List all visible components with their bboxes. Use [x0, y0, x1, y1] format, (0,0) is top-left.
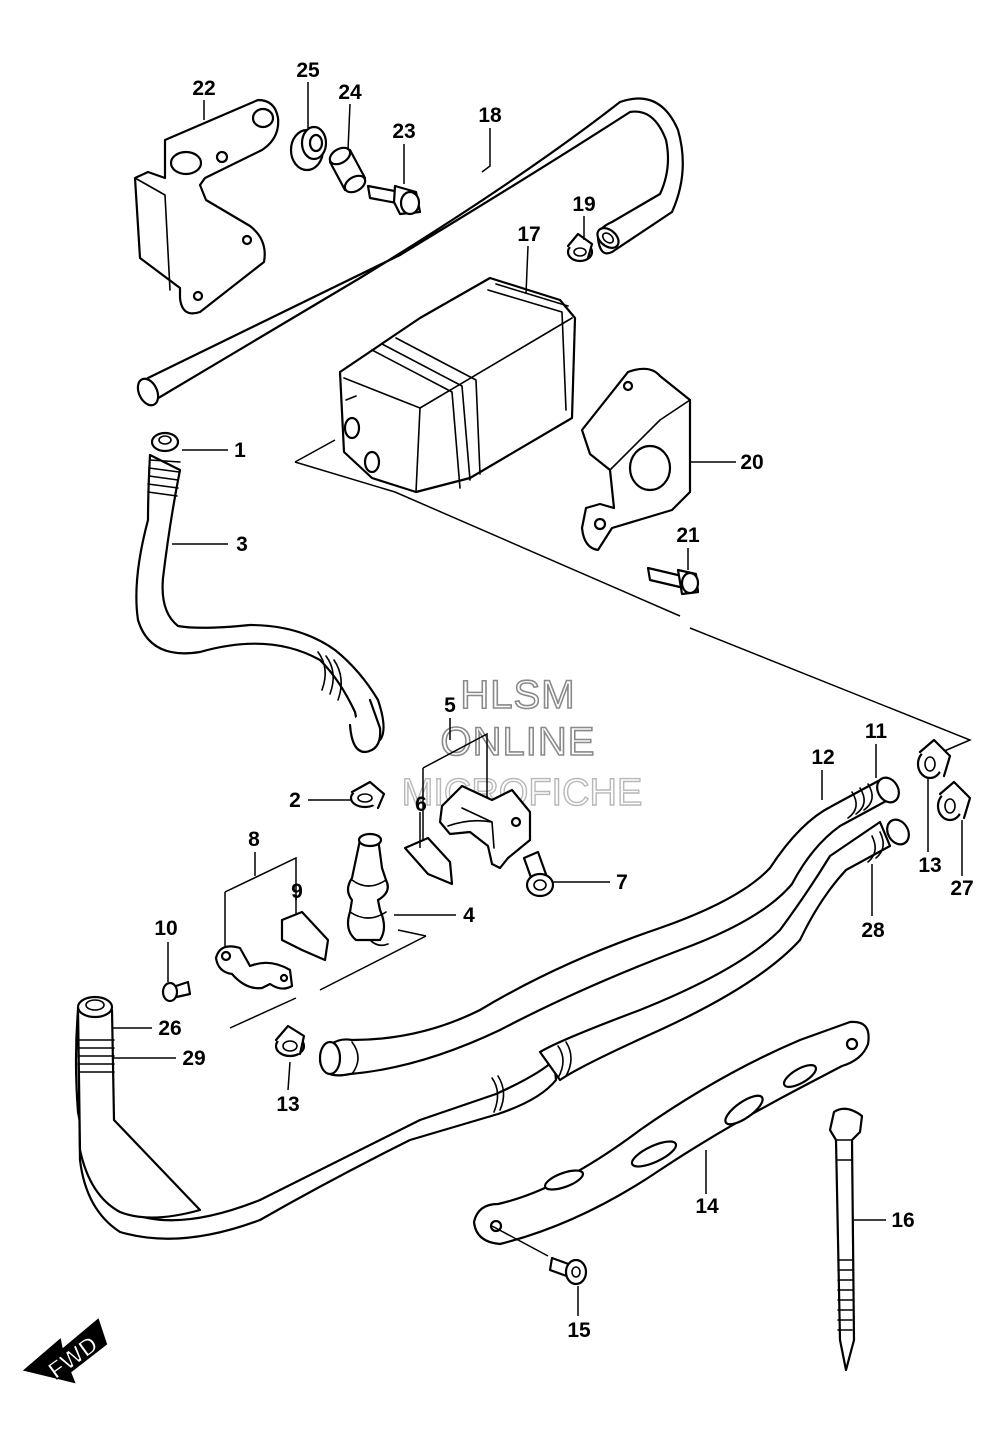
clip-13-lower: [274, 1024, 306, 1058]
clip-27: [936, 780, 972, 822]
callout-22: 22: [192, 77, 215, 100]
callout-4: 4: [463, 904, 475, 927]
bracket-20: [580, 367, 692, 552]
screw-10: [161, 980, 192, 1003]
callout-11: 11: [865, 720, 888, 743]
hose-18: [136, 97, 684, 407]
bolt-23: [366, 184, 422, 216]
callout-3: 3: [236, 533, 248, 556]
callout-24: 24: [338, 81, 362, 104]
bracket-22: [133, 98, 280, 315]
callout-23: 23: [392, 120, 415, 143]
callout-14: 14: [695, 1195, 719, 1218]
callout-17: 17: [517, 223, 540, 246]
hose-12-28: [318, 776, 910, 1082]
callout-29: 29: [182, 1047, 205, 1070]
callout-13-lower: 13: [276, 1093, 299, 1116]
callout-5: 5: [444, 694, 456, 717]
assembly-outline: [294, 439, 972, 756]
leader-lines: [112, 82, 963, 1316]
valve-4: [346, 832, 389, 947]
hose-29: [74, 995, 558, 1240]
callout-12: 12: [811, 746, 834, 769]
callout-15: 15: [567, 1319, 591, 1342]
clamp-8: [214, 945, 294, 990]
canister-17: [338, 276, 577, 494]
callout-9: 9: [291, 880, 303, 903]
cable-tie-16: [828, 1107, 864, 1372]
callout-20: 20: [740, 451, 763, 474]
callout-2: 2: [289, 789, 301, 812]
callout-16: 16: [891, 1209, 914, 1232]
callout-13-upper: 13: [918, 854, 941, 877]
strap-14: [472, 1020, 870, 1246]
callout-10: 10: [154, 917, 177, 940]
bracket-5: [438, 784, 532, 870]
grommet-25: [289, 125, 328, 172]
callout-26: 26: [158, 1017, 181, 1040]
bolt-7: [522, 850, 555, 898]
callout-27: 27: [950, 877, 973, 900]
callout-28: 28: [861, 919, 885, 942]
clip-2: [349, 780, 386, 810]
clip-19: [566, 232, 594, 263]
callout-21: 21: [676, 524, 700, 547]
callout-18: 18: [478, 104, 502, 127]
callout-6: 6: [415, 793, 427, 816]
screw-15: [548, 1256, 588, 1286]
hose-3: [135, 431, 385, 754]
watermark: HLSM ONLINE MICROFICHE: [401, 672, 643, 815]
watermark-line2: ONLINE: [441, 720, 596, 764]
callout-7: 7: [616, 871, 628, 894]
callout-19: 19: [572, 193, 595, 216]
forward-direction-arrow-icon: FWD: [22, 1318, 108, 1385]
callout-1: 1: [234, 439, 246, 462]
collar-24: [328, 146, 367, 194]
callout-8: 8: [248, 828, 260, 851]
group-8-9: [224, 856, 330, 962]
outline-8-4: [229, 929, 427, 1029]
watermark-line1: HLSM: [460, 673, 575, 717]
group-5-6: [403, 732, 488, 886]
callout-25: 25: [296, 59, 320, 82]
clip-13-upper: [916, 738, 952, 780]
bolt-21: [646, 566, 700, 596]
callout-labels: 1 2 3 4 5 6 7 8 9 10 11 12 13 13 14 15 1…: [154, 59, 973, 1342]
